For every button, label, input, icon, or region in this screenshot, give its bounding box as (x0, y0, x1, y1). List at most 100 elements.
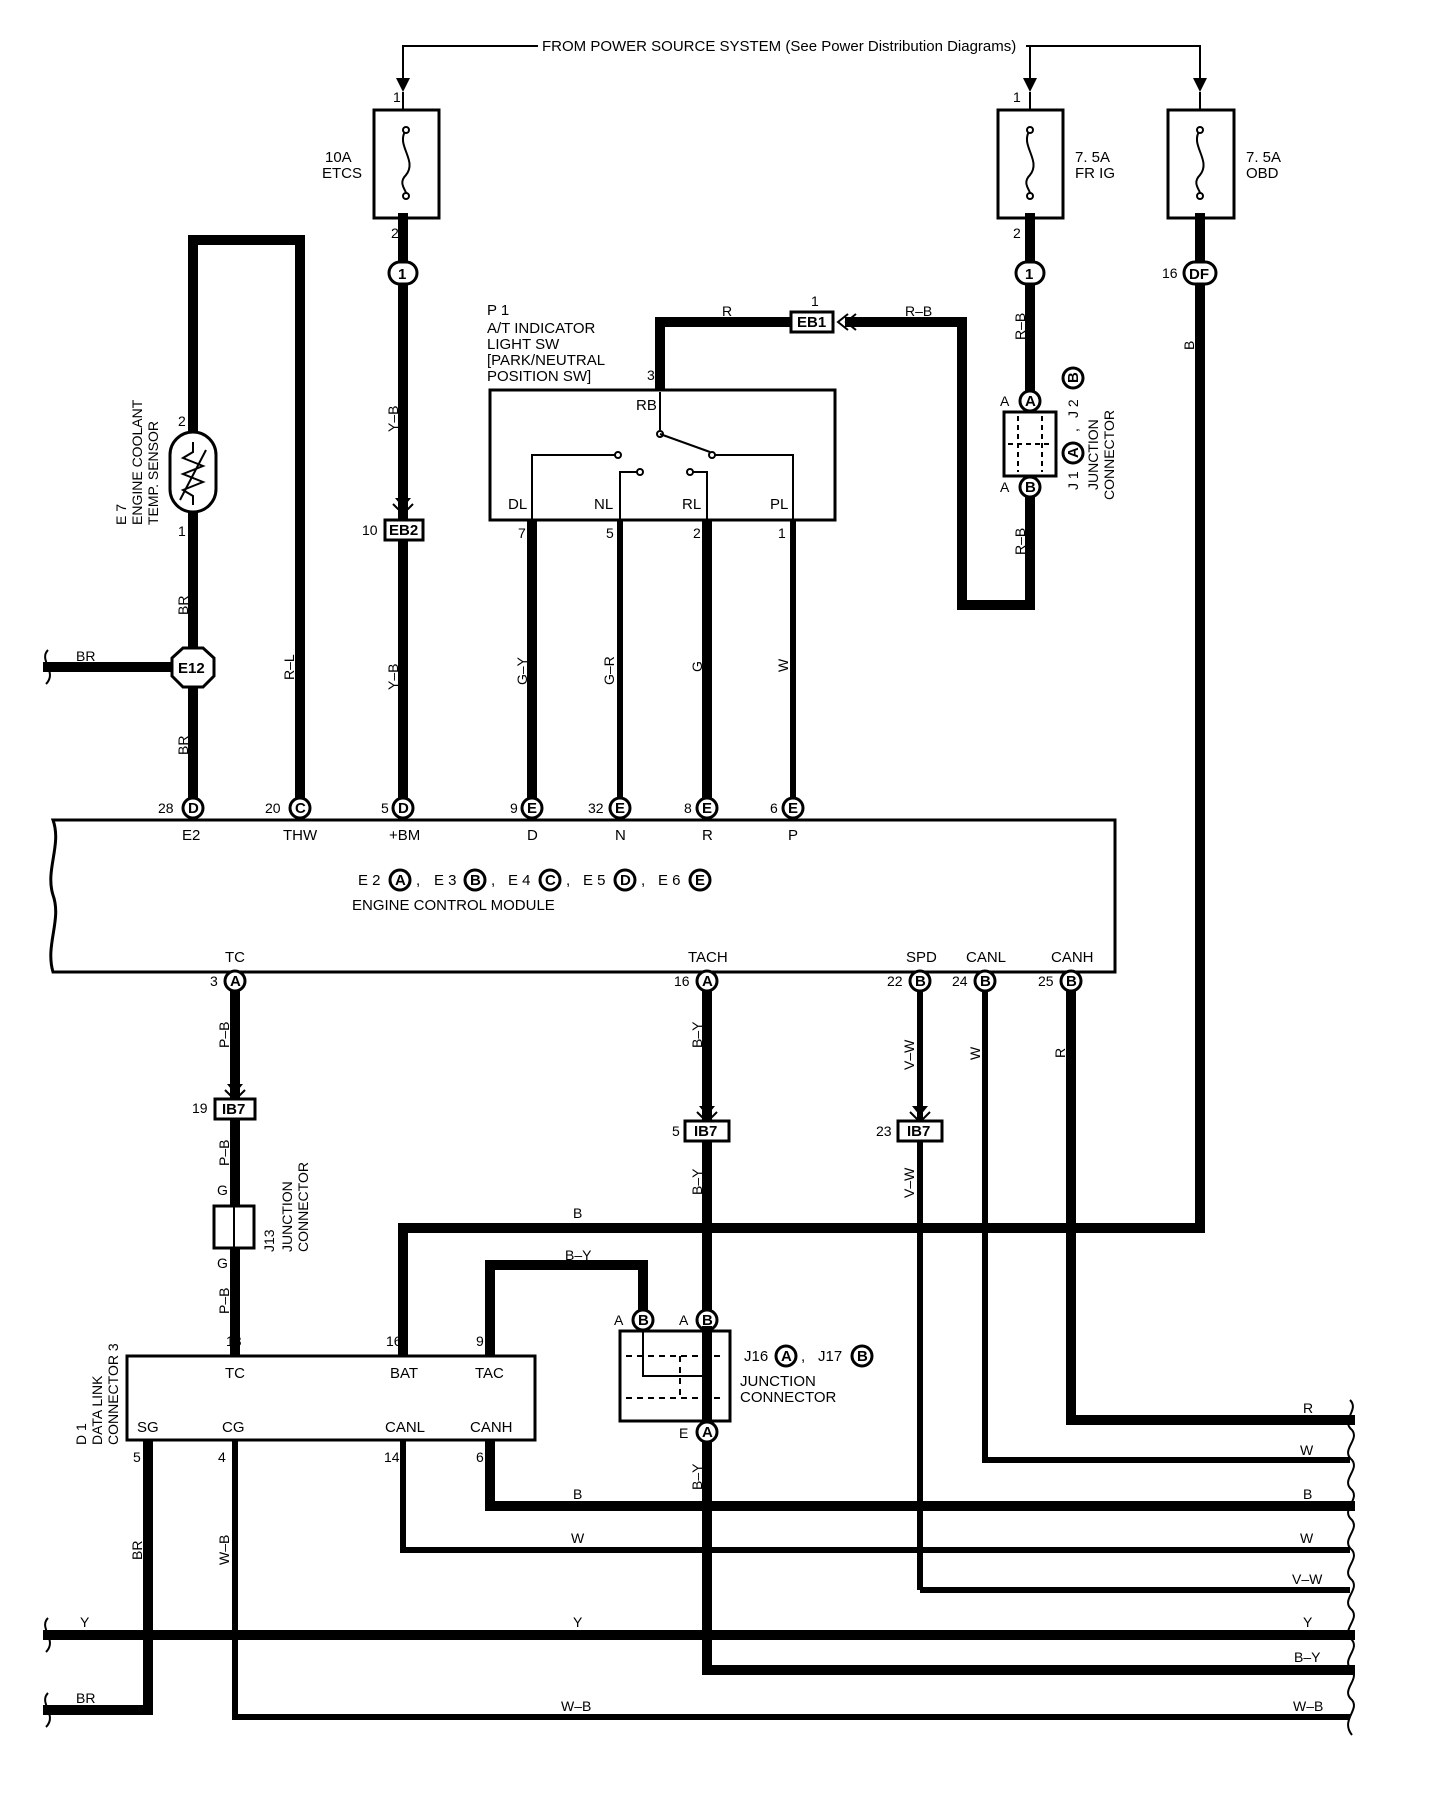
wire-label-b: B (1303, 1486, 1312, 1502)
wire-label-r: R (1303, 1400, 1313, 1416)
ecm-terminal-spd: SPD (906, 949, 937, 966)
terminal-g: G (217, 1182, 228, 1198)
dlc-terminal-sg: SG (137, 1419, 159, 1436)
wire-label-rb: R–B (1012, 528, 1028, 555)
switch-pin-nl: NL (594, 496, 613, 513)
circle-d: D (188, 800, 199, 817)
sensor-name-1: ENGINE COOLANT (129, 399, 145, 525)
junction-j16-j17: A B A B E A J16 A , J17 B JUNCTION CONNE… (614, 1308, 874, 1444)
circle-a: A (1065, 447, 1082, 458)
switch-line1: A/T INDICATOR (487, 320, 596, 337)
wires (43, 213, 1355, 1720)
switch-pin-dl: DL (508, 496, 527, 513)
connector-df-label: DF (1189, 266, 1209, 283)
pin-2: 2 (693, 525, 701, 541)
connector-eb1: 1 EB1 (789, 293, 857, 334)
separator: , (566, 872, 570, 889)
dlc-terminal-canl: CANL (385, 1419, 425, 1436)
pin-20: 20 (265, 800, 281, 816)
ecm-terminal-e2: E2 (182, 827, 200, 844)
pin-6: 6 (476, 1449, 484, 1465)
pin-1: 1 (178, 523, 186, 539)
fuse-name: FR IG (1075, 165, 1115, 182)
pin-6: 6 (770, 800, 778, 816)
pin-5: 5 (133, 1449, 141, 1465)
pin-1: 1 (778, 525, 786, 541)
connector-ib7-tach: 5 IB7 (672, 1106, 731, 1143)
junction-j16-code: J16 (744, 1348, 768, 1365)
circle-e: E (615, 800, 625, 817)
wire-label-yb: Y–B (385, 406, 401, 432)
pin-13: 13 (226, 1333, 242, 1349)
wire-label-pb: P–B (216, 1022, 232, 1048)
circle-a: A (702, 973, 713, 990)
switch-pin-pl: PL (770, 496, 788, 513)
pin-1: 1 (1013, 89, 1021, 105)
connector-1-label: 1 (1025, 266, 1033, 283)
junction-name-1: JUNCTION (279, 1181, 295, 1252)
wire-label-b: B (573, 1205, 582, 1221)
pin-3: 3 (647, 367, 655, 383)
wire-label-br: BR (175, 736, 191, 755)
wire-label-yb: Y–B (385, 664, 401, 690)
junction-name-1: JUNCTION (1085, 419, 1101, 490)
wire-label-wb: W–B (1293, 1698, 1323, 1714)
ecm-name: ENGINE CONTROL MODULE (352, 897, 555, 914)
pin-9: 9 (510, 800, 518, 816)
wire-label-rb: R–B (905, 303, 932, 319)
pin-4: 4 (218, 1449, 226, 1465)
power-source-label: FROM POWER SOURCE SYSTEM (See Power Dist… (542, 38, 1016, 55)
wire-label-gr: G–R (601, 656, 617, 685)
coolant-temp-sensor: 2 1 E 7 ENGINE COOLANT TEMP. SENSOR (113, 399, 218, 539)
wire-label-vw: V–W (901, 1167, 917, 1198)
fuse-name: ETCS (322, 165, 362, 182)
circle-c: C (295, 800, 306, 817)
dlc-terminal-tc: TC (225, 1365, 245, 1382)
circle-e: E (788, 800, 798, 817)
fuse-frig: 1 7. 5A FR IG 2 (996, 89, 1115, 241)
ecm-terminal-bm: +BM (389, 827, 420, 844)
wire-label-by: B–Y (689, 1463, 705, 1490)
wire-label-rl: R–L (281, 654, 297, 680)
pin-2: 2 (391, 225, 399, 241)
ecm-terminal-n: N (615, 827, 626, 844)
wire-label-by: B–Y (689, 1168, 705, 1195)
ecm-connector-e6: E 6 (658, 872, 681, 889)
wire-label-wb: W–B (561, 1698, 591, 1714)
junction-j1-code: J 1 (1065, 471, 1081, 490)
fuse-amp: 7. 5A (1075, 149, 1110, 166)
switch-pin-rb: RB (636, 397, 657, 414)
pin-10: 10 (362, 522, 378, 538)
separator: , (1065, 428, 1081, 432)
sensor-name-2: TEMP. SENSOR (145, 421, 161, 525)
pin-5: 5 (606, 525, 614, 541)
ecm-terminal-canl: CANL (966, 949, 1006, 966)
junction-j1-j2: A A A B J 1 A , J 2 B JUNCTION CONNECTOR (1000, 366, 1117, 500)
pin-9: 9 (476, 1333, 484, 1349)
pin-23: 23 (876, 1123, 892, 1139)
wire-label-vw: V–W (901, 1039, 917, 1070)
switch-line3: [PARK/NEUTRAL (487, 352, 605, 369)
dlc-code: D 1 (73, 1423, 89, 1445)
connector-ib7-label: IB7 (907, 1123, 930, 1140)
dlc-name-1: DATA LINK (89, 1375, 105, 1445)
circle-e: E (527, 800, 537, 817)
pin-32: 32 (588, 800, 604, 816)
connector-e12-label: E12 (178, 660, 205, 677)
wire-label-pb: P–B (216, 1288, 232, 1314)
junction-j2-code: J 2 (1065, 399, 1081, 418)
dlc-terminal-cg: CG (222, 1419, 245, 1436)
terminal-g: G (217, 1255, 228, 1271)
wire-label-vw: V–W (1292, 1571, 1323, 1587)
engine-control-module: 28 D 20 C 5 D 9 E 32 E 8 E 6 E E2 THW +B… (49, 796, 1117, 993)
power-source-line: FROM POWER SOURCE SYSTEM (See Power Dist… (396, 36, 1207, 92)
wire-label-w: W (1300, 1530, 1314, 1546)
switch-line4: POSITION SW] (487, 368, 591, 385)
wire-label-by: B–Y (565, 1247, 592, 1263)
sensor-code: E 7 (113, 504, 129, 525)
terminal-a: A (1000, 479, 1010, 495)
pin-25: 25 (1038, 973, 1054, 989)
ecm-top-terminals: 28 D 20 C 5 D 9 E 32 E 8 E 6 E (158, 796, 805, 820)
connector-ib7-label: IB7 (694, 1123, 717, 1140)
